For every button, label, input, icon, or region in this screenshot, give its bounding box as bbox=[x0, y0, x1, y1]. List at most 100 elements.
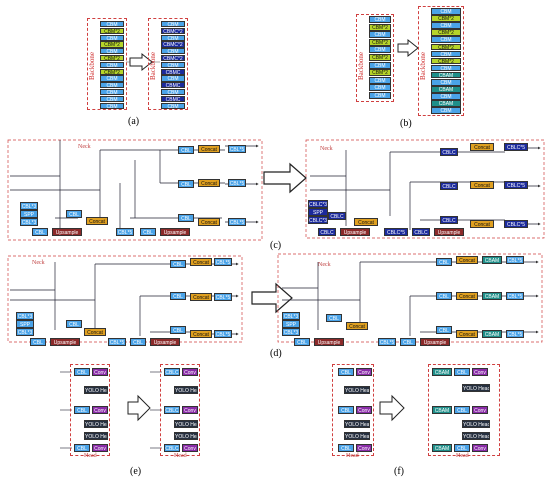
head-box-f-right bbox=[428, 364, 500, 456]
conv-block: Conv bbox=[472, 368, 488, 376]
neck-label: Neck bbox=[320, 146, 333, 152]
yolo-head-block: YOLO Head1 bbox=[174, 386, 198, 394]
head-label: Head bbox=[84, 453, 97, 459]
panel-a bbox=[126, 52, 160, 72]
transform-arrow-icon bbox=[127, 394, 151, 422]
backbone-block: CBM*2 bbox=[431, 57, 461, 65]
cbl-block: CBL bbox=[178, 146, 194, 154]
upsample-block: Upsample bbox=[434, 228, 464, 236]
upsample-block: Upsample bbox=[314, 338, 344, 346]
backbone-block: CBM bbox=[369, 76, 391, 84]
conv-block: Conv bbox=[92, 444, 108, 452]
cbl-block: CBL bbox=[30, 338, 46, 346]
yolo-head-block: YOLO Head1 bbox=[84, 386, 108, 394]
concat-block: Concat bbox=[84, 328, 106, 336]
yolo-head-block: YOLO Head3 bbox=[344, 432, 370, 440]
cblc-block: CBLC bbox=[164, 444, 180, 452]
backbone-block: CBM bbox=[161, 89, 185, 96]
backbone-box-a-right bbox=[148, 18, 188, 110]
upsample-block: Upsample bbox=[420, 338, 450, 346]
cblc5-block: CBLC*5 bbox=[504, 143, 528, 151]
cbam-block: CBAM bbox=[482, 256, 502, 264]
backbone-block: CBM bbox=[431, 36, 461, 43]
panel-b bbox=[397, 38, 419, 58]
conv-block: Conv bbox=[92, 368, 108, 376]
backbone-block: CBM*2 bbox=[100, 55, 124, 62]
cbl-block: CBL bbox=[454, 444, 470, 452]
backbone-block: CBM bbox=[100, 95, 124, 103]
conv-block: Conv bbox=[356, 444, 372, 452]
yolo-head-block: YOLO Head3 bbox=[462, 432, 490, 440]
cblc5-block: CBLC*5 bbox=[384, 228, 408, 236]
head-box-e-left bbox=[70, 364, 110, 456]
neck-label: Neck bbox=[78, 144, 91, 150]
cbl-block: CBL bbox=[338, 406, 354, 414]
cbl3-block: CBL*3 bbox=[282, 328, 300, 336]
cbl5-block: CBL*5 bbox=[214, 330, 232, 338]
spp-block: SPP bbox=[20, 210, 38, 218]
neck-label: Neck bbox=[32, 260, 45, 266]
backbone-block: CBM bbox=[431, 22, 461, 29]
cblc5-block: CBLC*5 bbox=[504, 181, 528, 189]
yolo-head-block: YOLO Head2 bbox=[174, 420, 198, 428]
cbl-block: CBL bbox=[294, 338, 310, 346]
conv-block: Conv bbox=[92, 406, 108, 414]
backbone-label: Backbone bbox=[419, 52, 427, 80]
cbl-block: CBL bbox=[338, 368, 354, 376]
cbl3-block: CBL*3 bbox=[20, 202, 38, 210]
backbone-block: CBM*2 bbox=[100, 68, 124, 75]
cbl-block: CBL bbox=[74, 406, 90, 414]
cblc-block: CBLC bbox=[164, 406, 180, 414]
cbl3-block: CBL*3 bbox=[16, 328, 34, 336]
backbone-box-b-left bbox=[356, 14, 394, 102]
cbl3-block: CBL*3 bbox=[282, 312, 300, 320]
cbl5-block: CBL*5 bbox=[228, 145, 246, 153]
cbl-block: CBL bbox=[170, 326, 186, 334]
cbl-block: CBL bbox=[436, 258, 452, 266]
upsample-block: Upsample bbox=[50, 338, 80, 346]
backbone-block: CBM*2 bbox=[431, 43, 461, 51]
yolo-head-block: YOLO Head3 bbox=[84, 432, 108, 440]
backbone-block: CBM bbox=[161, 21, 185, 28]
head-box-f-left bbox=[332, 364, 374, 456]
head-box-e-right bbox=[160, 364, 200, 456]
transform-arrow-icon bbox=[379, 394, 405, 422]
backbone-block: CBM bbox=[431, 107, 461, 114]
backbone-block: CBM*2 bbox=[369, 23, 391, 31]
backbone-block: CBAM bbox=[431, 71, 461, 79]
cbl5-block: CBL*5 bbox=[214, 293, 232, 301]
cbl-block: CBL bbox=[400, 338, 416, 346]
backbone-block: CBM bbox=[369, 84, 391, 92]
backbone-block: CBM bbox=[431, 8, 461, 15]
backbone-box-b-right bbox=[418, 6, 464, 116]
concat-block: Concat bbox=[470, 220, 494, 228]
upsample-block: Upsample bbox=[150, 338, 180, 346]
backbone-block: CBM bbox=[431, 79, 461, 86]
cblc-block: CBLC bbox=[412, 228, 430, 236]
cbl-block: CBL bbox=[66, 210, 82, 218]
yolo-head-block: YOLO Head2 bbox=[462, 420, 490, 428]
backbone-block: CBM bbox=[161, 75, 185, 82]
backbone-block: CBM*2 bbox=[369, 54, 391, 62]
backbone-block: CBM bbox=[100, 82, 124, 89]
backbone-block: CBM bbox=[100, 75, 124, 82]
concat-block: Concat bbox=[470, 143, 494, 151]
backbone-block: CBM bbox=[100, 21, 124, 28]
concat-block: Concat bbox=[190, 330, 212, 338]
backbone-block: CBM bbox=[369, 16, 391, 24]
caption-b: (b) bbox=[400, 118, 412, 129]
backbone-block: CBM*2 bbox=[369, 69, 391, 77]
conv-block: Conv bbox=[472, 406, 488, 414]
cbl5-block: CBL*5 bbox=[108, 338, 126, 346]
concat-block: Concat bbox=[190, 258, 212, 266]
concat-block: Concat bbox=[198, 145, 220, 153]
caption-d: (d) bbox=[270, 348, 282, 359]
cbl-block: CBL bbox=[32, 228, 48, 236]
panel-c-left bbox=[7, 139, 263, 241]
neck-label: Neck bbox=[318, 262, 331, 268]
cbl5-block: CBL*5 bbox=[214, 258, 232, 266]
backbone-block: CBM bbox=[369, 46, 391, 54]
cblc-block: CBLC bbox=[440, 216, 458, 224]
backbone-label: Backbone bbox=[149, 52, 157, 80]
backbone-block: CBMC bbox=[161, 82, 185, 89]
